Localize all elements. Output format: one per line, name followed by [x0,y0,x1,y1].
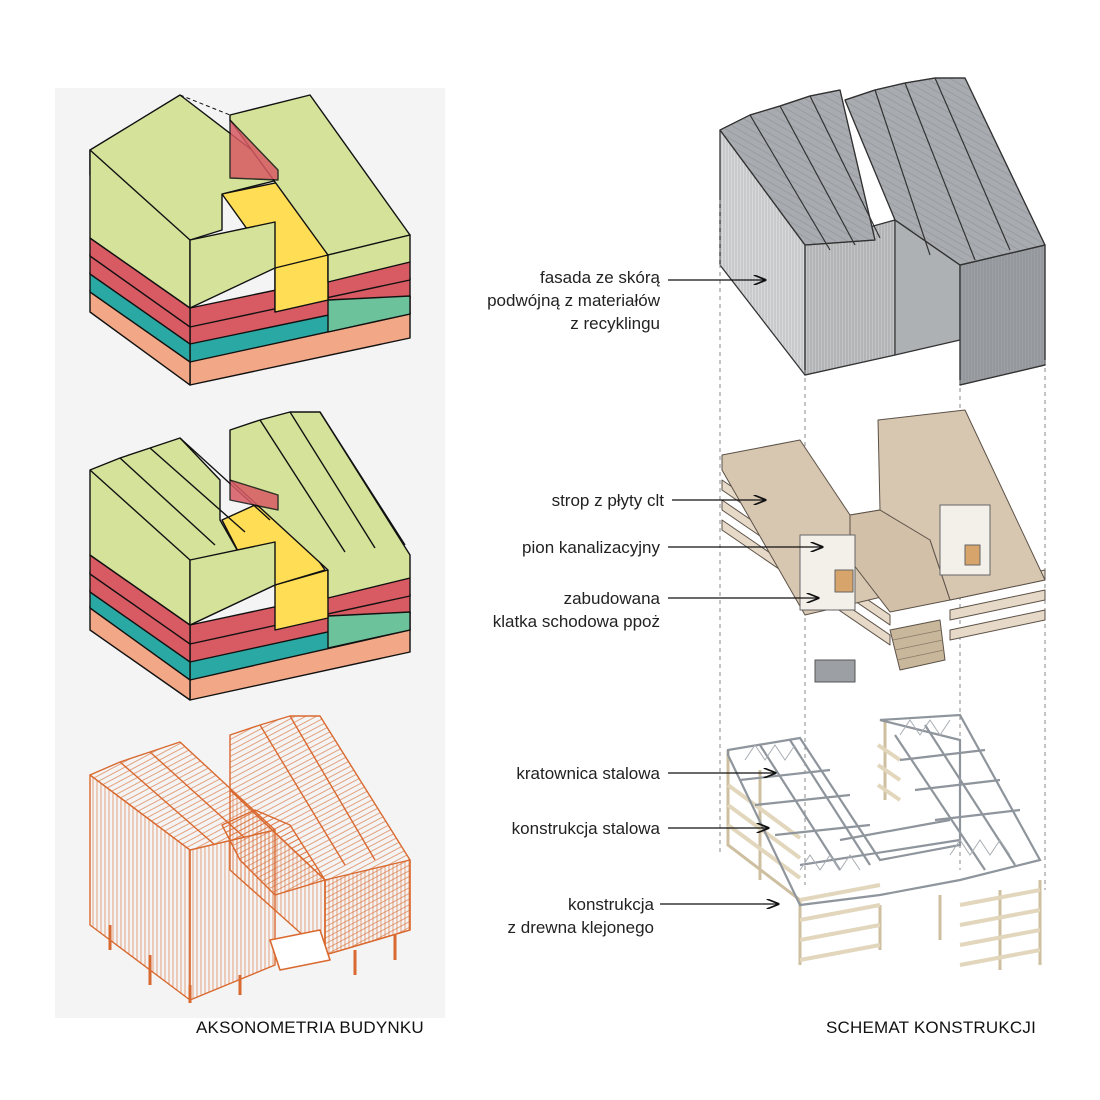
building-axonometry-flat [89,94,411,386]
label-truss: kratownica stalowa [516,762,660,785]
callout-arrows [660,280,822,904]
caption-right: SCHEMAT KONSTRUKCJI [826,1018,1037,1037]
label-stair-line2: klatka schodowa ppoż [492,612,660,631]
building-axonometry-sawtooth [89,411,411,701]
label-stair-line1: zabudowana [563,589,660,608]
label-timber-line2: z drewna klejonego [507,918,654,937]
label-truss-line1: kratownica stalowa [516,764,660,783]
label-riser: pion kanalizacyjny [522,536,660,559]
label-timber: konstrukcja z drewna klejonego [508,893,654,939]
structure-frame [726,713,1042,970]
label-facade-line3: z recyklingu [570,314,660,333]
label-facade-line1: fasada ze skórą [539,268,660,287]
facade-shell [719,77,1046,386]
clt-slab-stack [721,409,1046,683]
label-riser-line1: pion kanalizacyjny [522,538,660,557]
label-timber-line1: konstrukcja [568,895,654,914]
label-steel: konstrukcja stalowa [512,817,660,840]
label-facade: fasada ze skórą podwójną z materiałów z … [487,266,660,335]
building-axonometry-lineart [89,715,411,1003]
label-slab-line1: strop z płyty clt [551,491,664,510]
label-slab: strop z płyty clt [552,489,664,512]
label-steel-line1: konstrukcja stalowa [511,819,660,838]
caption-left: AKSONOMETRIA BUDYNKU [196,1018,424,1037]
label-stair: zabudowana klatka schodowa ppoż [493,587,660,633]
label-facade-line2: podwójną z materiałów [487,291,660,310]
